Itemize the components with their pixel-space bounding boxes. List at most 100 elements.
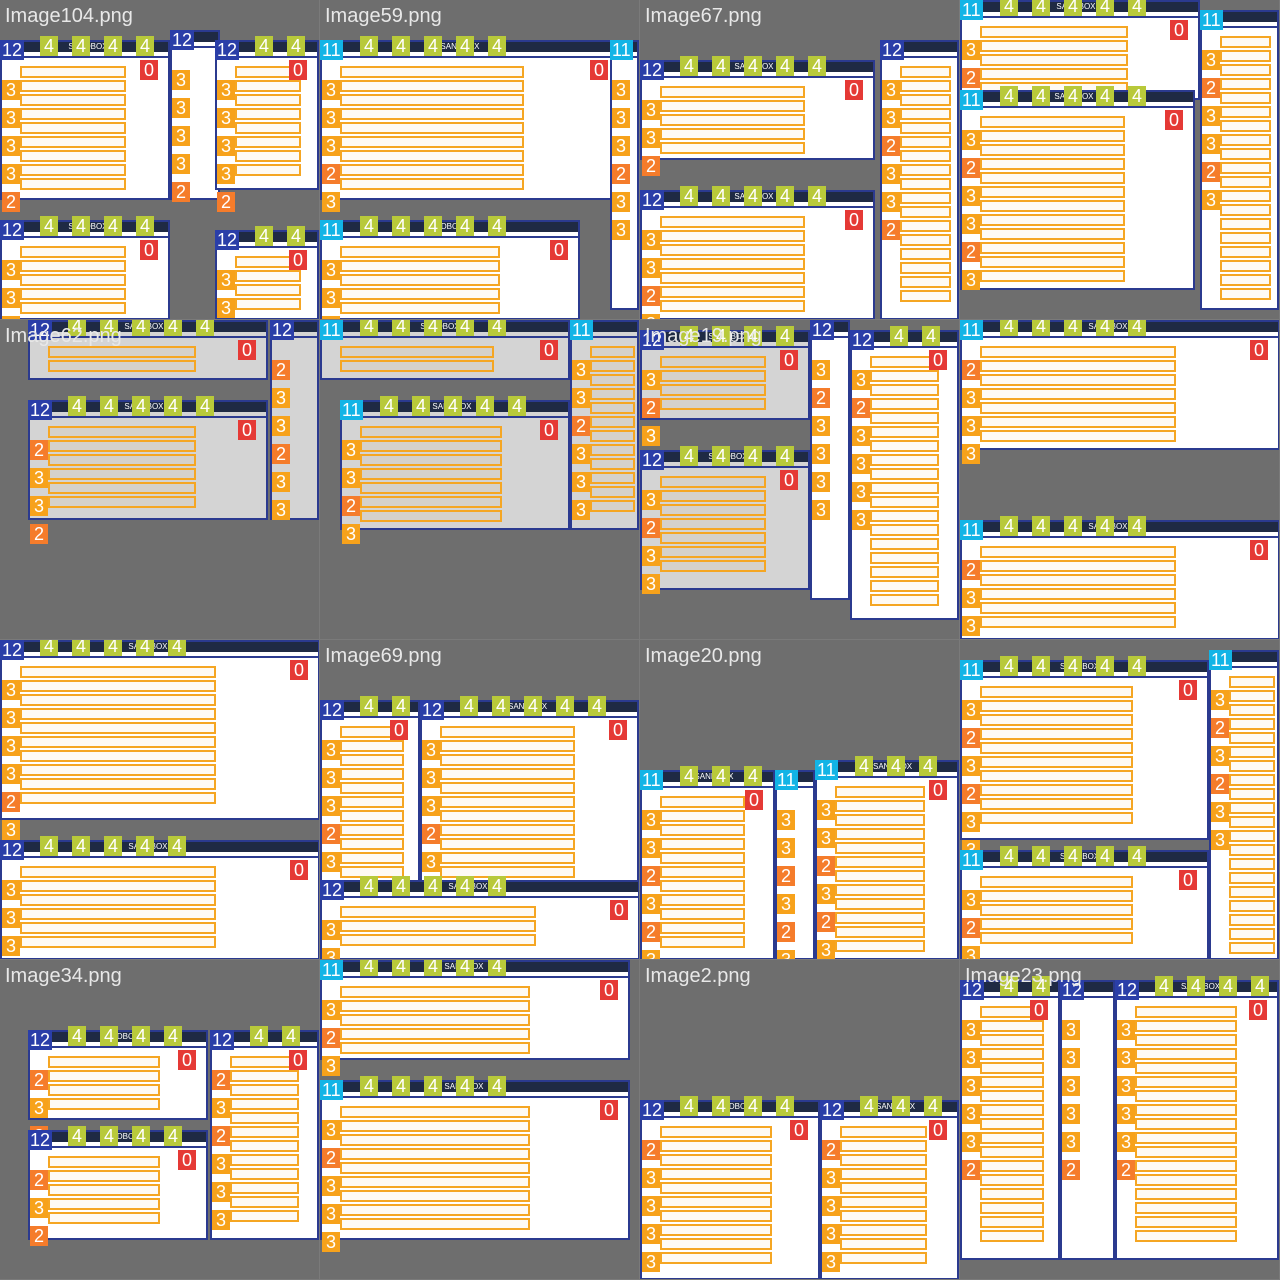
list-row[interactable] xyxy=(1135,1202,1237,1214)
list-row[interactable] xyxy=(440,838,575,850)
list-row[interactable] xyxy=(980,770,1133,782)
list-row[interactable] xyxy=(235,136,301,148)
list-row[interactable] xyxy=(48,346,196,358)
list-row[interactable] xyxy=(20,894,216,906)
list-row[interactable] xyxy=(660,370,766,382)
list-row[interactable] xyxy=(340,108,524,120)
list-row[interactable] xyxy=(590,472,635,484)
list-row[interactable] xyxy=(340,274,500,286)
list-row[interactable] xyxy=(340,1162,530,1174)
list-row[interactable] xyxy=(980,158,1125,170)
list-row[interactable] xyxy=(835,940,925,952)
list-row[interactable] xyxy=(660,796,745,808)
list-row[interactable] xyxy=(1220,106,1271,118)
list-row[interactable] xyxy=(660,384,766,396)
list-row[interactable] xyxy=(1220,246,1271,258)
list-row[interactable] xyxy=(980,1090,1044,1102)
list-row[interactable] xyxy=(840,1210,927,1222)
list-row[interactable] xyxy=(980,1048,1044,1060)
list-row[interactable] xyxy=(980,1020,1044,1032)
list-row[interactable] xyxy=(980,214,1125,226)
list-row[interactable] xyxy=(980,360,1176,372)
list-row[interactable] xyxy=(230,1126,299,1138)
list-row[interactable] xyxy=(340,288,500,300)
list-row[interactable] xyxy=(1229,746,1275,758)
list-row[interactable] xyxy=(1220,218,1271,230)
list-row[interactable] xyxy=(340,920,536,932)
list-row[interactable] xyxy=(870,580,939,592)
list-row[interactable] xyxy=(980,904,1133,916)
list-row[interactable] xyxy=(1229,872,1275,884)
list-row[interactable] xyxy=(900,178,951,190)
list-row[interactable] xyxy=(660,216,805,228)
list-row[interactable] xyxy=(900,108,951,120)
list-row[interactable] xyxy=(660,356,766,368)
list-row[interactable] xyxy=(660,476,766,488)
list-row[interactable] xyxy=(840,1196,927,1208)
list-row[interactable] xyxy=(900,206,951,218)
list-row[interactable] xyxy=(235,122,301,134)
list-row[interactable] xyxy=(870,594,939,606)
list-row[interactable] xyxy=(20,936,216,948)
list-row[interactable] xyxy=(980,742,1133,754)
list-row[interactable] xyxy=(980,1034,1044,1046)
list-row[interactable] xyxy=(660,230,805,242)
list-row[interactable] xyxy=(980,1118,1044,1130)
list-row[interactable] xyxy=(660,894,745,906)
list-row[interactable] xyxy=(980,714,1133,726)
list-row[interactable] xyxy=(340,1000,530,1012)
list-row[interactable] xyxy=(870,482,939,494)
list-row[interactable] xyxy=(235,270,301,282)
list-row[interactable] xyxy=(900,66,951,78)
list-row[interactable] xyxy=(48,1212,160,1224)
list-row[interactable] xyxy=(660,300,805,312)
list-row[interactable] xyxy=(840,1224,927,1236)
list-row[interactable] xyxy=(340,824,404,836)
list-row[interactable] xyxy=(870,412,939,424)
list-row[interactable] xyxy=(230,1098,299,1110)
list-row[interactable] xyxy=(660,518,766,530)
list-row[interactable] xyxy=(1135,1104,1237,1116)
list-row[interactable] xyxy=(340,796,404,808)
list-row[interactable] xyxy=(1229,942,1275,954)
list-row[interactable] xyxy=(1220,134,1271,146)
list-row[interactable] xyxy=(1135,1146,1237,1158)
list-row[interactable] xyxy=(360,440,502,452)
list-row[interactable] xyxy=(870,398,939,410)
list-row[interactable] xyxy=(1220,92,1271,104)
list-row[interactable] xyxy=(230,1140,299,1152)
list-row[interactable] xyxy=(48,1184,160,1196)
list-row[interactable] xyxy=(1135,1188,1237,1200)
list-row[interactable] xyxy=(340,906,536,918)
list-row[interactable] xyxy=(1229,760,1275,772)
list-row[interactable] xyxy=(835,884,925,896)
list-row[interactable] xyxy=(1229,844,1275,856)
list-row[interactable] xyxy=(20,288,126,300)
list-row[interactable] xyxy=(235,298,301,310)
list-row[interactable] xyxy=(1229,858,1275,870)
list-row[interactable] xyxy=(980,388,1176,400)
list-row[interactable] xyxy=(48,426,196,438)
list-row[interactable] xyxy=(870,552,939,564)
list-row[interactable] xyxy=(20,150,126,162)
list-row[interactable] xyxy=(660,128,805,140)
list-row[interactable] xyxy=(20,164,126,176)
list-row[interactable] xyxy=(1135,1230,1237,1242)
list-row[interactable] xyxy=(440,726,575,738)
list-row[interactable] xyxy=(870,468,939,480)
list-row[interactable] xyxy=(20,94,126,106)
list-row[interactable] xyxy=(48,454,196,466)
list-row[interactable] xyxy=(1220,190,1271,202)
list-row[interactable] xyxy=(340,1204,530,1216)
list-row[interactable] xyxy=(1229,816,1275,828)
list-row[interactable] xyxy=(20,922,216,934)
list-row[interactable] xyxy=(870,524,939,536)
list-row[interactable] xyxy=(660,810,745,822)
list-row[interactable] xyxy=(340,838,404,850)
list-row[interactable] xyxy=(48,1170,160,1182)
list-row[interactable] xyxy=(980,616,1176,628)
list-row[interactable] xyxy=(48,1070,160,1082)
list-row[interactable] xyxy=(340,810,404,822)
list-row[interactable] xyxy=(48,1084,160,1096)
list-row[interactable] xyxy=(835,912,925,924)
